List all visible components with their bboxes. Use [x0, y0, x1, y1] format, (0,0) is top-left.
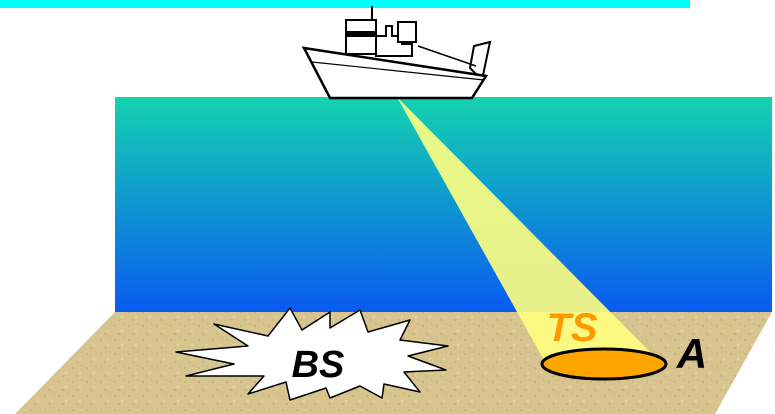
label-a: A — [676, 330, 707, 377]
top-banner — [0, 0, 690, 8]
label-ts: TS — [546, 306, 597, 350]
boat-icon — [304, 6, 490, 98]
water-column — [115, 97, 772, 312]
label-bs: BS — [292, 344, 345, 386]
footprint-ellipse — [542, 349, 666, 379]
